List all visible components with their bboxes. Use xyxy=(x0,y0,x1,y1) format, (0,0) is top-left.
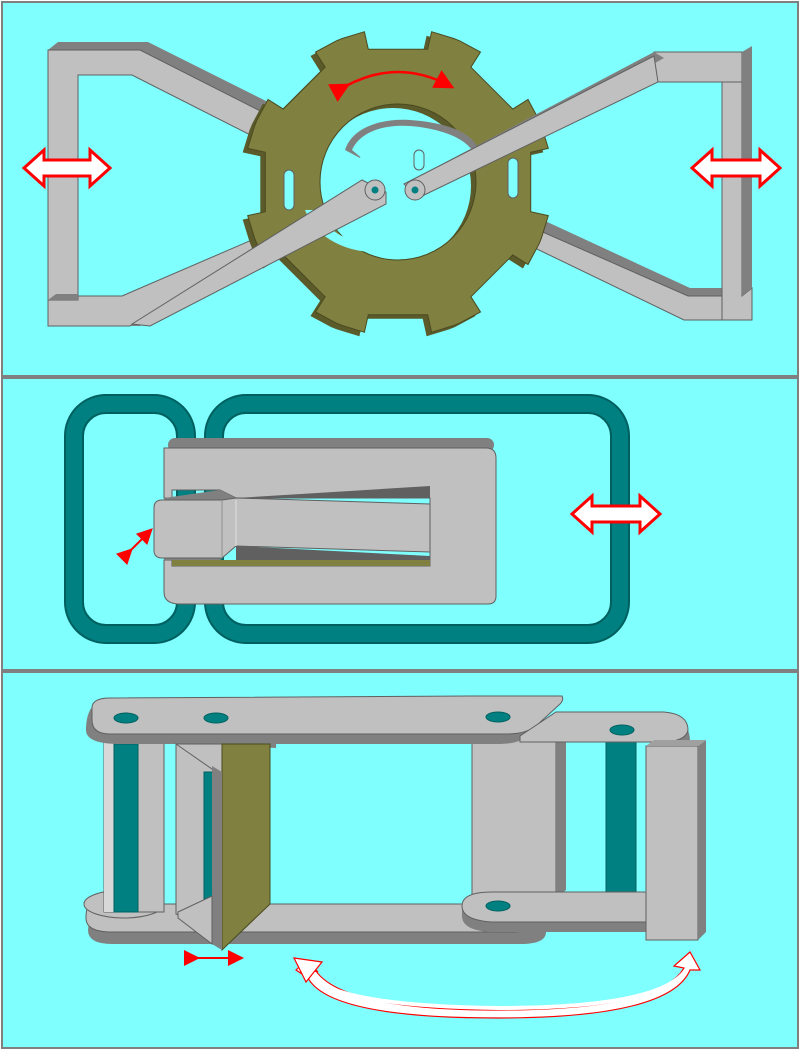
sprocket-gear xyxy=(242,31,549,337)
pivot-pin-left xyxy=(371,186,379,194)
double-arrow xyxy=(569,492,663,536)
right-lower-plate xyxy=(461,891,649,932)
left-link xyxy=(130,179,387,327)
slide-block xyxy=(175,740,276,952)
sliding-tongue xyxy=(153,490,431,560)
left-roller xyxy=(103,739,165,913)
slotted-plate xyxy=(163,438,497,605)
double-arrow xyxy=(689,146,783,190)
right-link xyxy=(403,52,664,201)
right-frame xyxy=(509,46,753,321)
curved-double-arrow xyxy=(328,70,455,102)
small-diagonal-double-arrow xyxy=(115,528,153,566)
panel-1 xyxy=(1,1,799,377)
panel-2 xyxy=(1,377,799,671)
pivot-pin-right xyxy=(411,186,419,194)
double-arrow xyxy=(21,146,113,190)
curved-return-arrow xyxy=(292,951,702,1019)
right-roller xyxy=(471,730,637,911)
top-plate xyxy=(86,695,564,744)
end-block xyxy=(645,740,706,941)
panel-3 xyxy=(1,671,799,1049)
s-slot-lower xyxy=(305,200,446,253)
